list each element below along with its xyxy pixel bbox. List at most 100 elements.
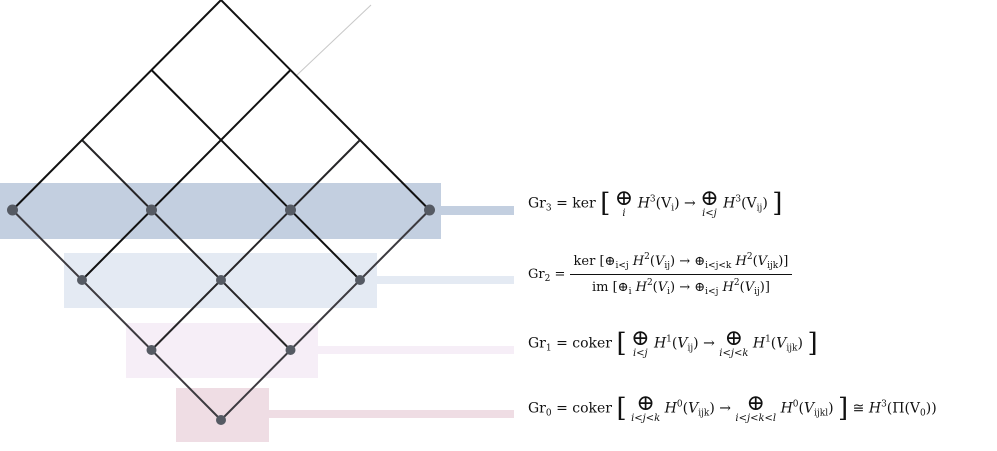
gr0-term1-arg-sub: ijk — [698, 408, 710, 419]
gr2-den-op2-sub: i<j — [705, 287, 719, 297]
gr0-term1-sup: 0 — [676, 399, 683, 410]
gr1-open-bracket: [ — [616, 328, 627, 359]
gr2-numerator: ker [⊕i<j H2(Vij) → ⊕i<j<k H2(Vijk)] — [569, 252, 793, 275]
gr1-oplus2-icon: ⊕ — [724, 326, 744, 351]
lattice-line-b-2 — [150, 139, 361, 351]
gr2-den-t1-sub: i — [667, 287, 671, 297]
gr3-op1-under: i — [622, 208, 626, 219]
gr1-close-bracket: ] — [807, 328, 818, 359]
gr3-term2-arg-sub: ij — [756, 203, 763, 214]
gr1-term2-arg-sub: ijk — [786, 343, 798, 354]
gr3-term1-sup: 3 — [649, 194, 656, 205]
gr2-num-t1-sup: 2 — [644, 252, 650, 262]
gr0-eq: = coker — [556, 400, 612, 417]
gr1-op1: ⊕i<j — [631, 326, 650, 360]
gr2-num-op2-sub: i<j<k — [705, 261, 732, 271]
lattice-line-b-1 — [81, 69, 292, 281]
band-gr0-connector — [269, 410, 514, 418]
band-gr3 — [0, 183, 441, 239]
gr0-open-bracket: [ — [616, 393, 627, 424]
lattice-node — [285, 345, 296, 355]
gr1-lhs-sub: 1 — [545, 343, 552, 354]
lattice-node — [146, 345, 157, 355]
gr0-rhs-arg-sub: 0 — [920, 408, 926, 419]
gr3-term2: H — [723, 195, 736, 212]
gr0-rhs-arg: (Π(V — [886, 400, 921, 417]
lattice-grid — [11, 0, 431, 421]
gr1-op2: ⊕i<j<k — [719, 326, 749, 360]
gr3-oplus1-icon: ⊕ — [614, 186, 634, 211]
lattice-line-b-3 — [220, 209, 431, 421]
gr0-rhs-close: )) — [925, 400, 937, 417]
lattice-line-b-0 — [11, 0, 222, 211]
gr0-op1: ⊕i<j<k — [631, 391, 661, 425]
lattice-node — [355, 275, 365, 285]
lattice-node — [146, 204, 157, 216]
gr3-term1: H — [637, 195, 650, 212]
lattice-node — [216, 415, 226, 425]
gr2-num-t2-sub: ijk — [767, 261, 779, 271]
lattice-node — [77, 275, 87, 285]
gr2-den-t2-sub: ij — [754, 287, 760, 297]
gr0-rhs: H — [868, 400, 882, 417]
gr3-op2: ⊕i<j — [700, 186, 719, 220]
gr2-lhs: Gr — [528, 267, 545, 282]
lattice-node — [424, 204, 435, 216]
label-gr2: Gr2 = ker [⊕i<j H2(Vij) → ⊕i<j<k H2(Vijk… — [528, 252, 793, 297]
gr3-open-bracket: [ — [600, 188, 611, 219]
gr2-den-oplus2-icon: ⊕ — [694, 280, 706, 295]
gr3-oplus2-icon: ⊕ — [700, 186, 719, 211]
label-gr1: Gr1 = coker [ ⊕i<j H1(Vij) → ⊕i<j<k H1(V… — [528, 326, 818, 360]
gr3-term2-sup: 3 — [735, 194, 742, 205]
gr1-op2-under: i<j<k — [719, 348, 749, 359]
gr2-den-t2-sup: 2 — [733, 278, 740, 288]
lattice-nodes — [7, 204, 435, 425]
gr0-op1-under: i<j<k — [631, 413, 661, 424]
lattice-line-a-0 — [220, 0, 431, 211]
gr2-lhs-sub: 2 — [544, 274, 551, 284]
gr1-eq: = coker — [556, 335, 612, 352]
gr1-op1-under: i<j — [632, 348, 648, 359]
gr2-num-prefix: ker — [573, 254, 596, 269]
gr2-num-oplus2-icon: ⊕ — [694, 254, 706, 269]
gr2-denominator: im [⊕i H2(Vi) → ⊕i<j H2(Vij)] — [591, 278, 770, 297]
gr1-oplus1-icon: ⊕ — [631, 326, 650, 351]
gr2-fraction: ker [⊕i<j H2(Vij) → ⊕i<j<k H2(Vijk)] im … — [569, 252, 793, 297]
band-gr2-connector — [377, 276, 514, 284]
gr0-iso: ≅ — [852, 400, 865, 417]
gr1-term1-sup: 1 — [666, 334, 672, 345]
gr0-rhs-sup: 3 — [881, 399, 887, 410]
band-gr1-connector — [318, 346, 514, 354]
gr2-num-oplus1-icon: ⊕ — [604, 254, 616, 269]
gr2-num-op1-sub: i<j — [615, 261, 629, 271]
label-gr0: Gr0 = coker [ ⊕i<j<k H0(Vijk) → ⊕i<j<k<l… — [528, 391, 937, 425]
gr3-op1: ⊕i — [614, 186, 634, 220]
gr3-term2-arg: (V — [741, 195, 757, 212]
gr2-num-t2-sup: 2 — [746, 252, 753, 262]
gr2-den-op1-sub: i — [628, 287, 632, 297]
lattice-node — [216, 275, 226, 285]
gr0-oplus2-icon: ⊕ — [746, 391, 765, 416]
gr3-term1-arg-sub: i — [671, 203, 675, 214]
gr2-num-t1-sub: ij — [664, 261, 671, 271]
gr3-lhs-sub: 3 — [545, 203, 552, 214]
gr1-term1-arg-sub: ij — [687, 343, 694, 354]
band-gr3-connector — [441, 206, 514, 215]
gr0-lhs: Gr — [528, 400, 546, 417]
lattice-line-a-3 — [11, 209, 222, 421]
gr0-op2-under: i<j<k<l — [735, 413, 777, 424]
faint-extension-line — [296, 4, 372, 76]
gr3-close-bracket: ] — [772, 188, 783, 219]
gr0-close-bracket: ] — [838, 393, 849, 424]
gr0-op2: ⊕i<j<k<l — [735, 391, 777, 425]
gr3-eq: = ker — [556, 195, 596, 212]
gr1-lhs: Gr — [528, 335, 546, 352]
gr0-lhs-sub: 0 — [545, 408, 552, 419]
lattice-line-a-1 — [150, 69, 361, 281]
gr2-den-oplus1-icon: ⊕ — [617, 280, 629, 295]
gr0-oplus1-icon: ⊕ — [636, 391, 655, 416]
gr3-arrow: → — [684, 195, 696, 212]
gr3-lhs: Gr — [528, 195, 546, 212]
gr0-term2-sup: 0 — [792, 399, 799, 410]
